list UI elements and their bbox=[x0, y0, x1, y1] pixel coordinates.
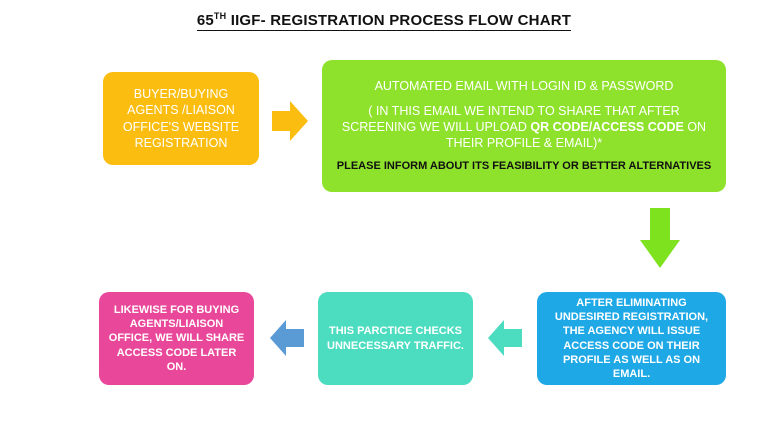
email-title: AUTOMATED EMAIL WITH LOGIN ID & PASSWORD bbox=[374, 79, 674, 94]
email-description-part2: ON THEIR PROFILE & EMAIL)* bbox=[445, 119, 707, 151]
arrow-left-blue-icon bbox=[270, 320, 304, 356]
email-description-part1: ( IN THIS EMAIL WE INTEND TO SHARE THAT … bbox=[341, 103, 680, 134]
email-box: AUTOMATED EMAIL WITH LOGIN ID & PASSWORD… bbox=[322, 60, 726, 192]
eliminate-text: AFTER ELIMINATING UNDESIRED REGISTRATION… bbox=[554, 296, 709, 381]
qr-code-emphasis: QR CODE/ACCESS CODE bbox=[530, 119, 684, 134]
title-superscript: TH bbox=[213, 11, 227, 21]
title-text: 65TH IIGF- REGISTRATION PROCESS FLOW CHA… bbox=[196, 11, 572, 31]
registration-box: BUYER/BUYING AGENTS /LIAISON OFFICE'S WE… bbox=[103, 72, 259, 165]
arrow-right-icon bbox=[272, 101, 308, 141]
email-description: ( IN THIS EMAIL WE INTEND TO SHARE THAT … bbox=[332, 103, 716, 152]
likewise-box: LIKEWISE FOR BUYING AGENTS/LIAISON OFFIC… bbox=[99, 292, 254, 385]
title-rest: IIGF- REGISTRATION PROCESS FLOW CHART bbox=[226, 12, 572, 29]
eliminate-box: AFTER ELIMINATING UNDESIRED REGISTRATION… bbox=[537, 292, 726, 385]
arrow-down-icon bbox=[640, 208, 680, 268]
likewise-text: LIKEWISE FOR BUYING AGENTS/LIAISON OFFIC… bbox=[108, 303, 245, 373]
page-title: 65TH IIGF- REGISTRATION PROCESS FLOW CHA… bbox=[0, 11, 768, 31]
feasibility-note: PLEASE INFORM ABOUT ITS FEASIBILITY OR B… bbox=[336, 160, 712, 173]
registration-text: BUYER/BUYING AGENTS /LIAISON OFFICE'S WE… bbox=[122, 87, 240, 150]
title-number: 65 bbox=[196, 12, 214, 29]
arrow-left-teal-icon bbox=[488, 320, 522, 356]
practice-text: THIS PARCTICE CHECKS UNNECESSARY TRAFFIC… bbox=[327, 325, 464, 352]
practice-box: THIS PARCTICE CHECKS UNNECESSARY TRAFFIC… bbox=[318, 292, 473, 385]
